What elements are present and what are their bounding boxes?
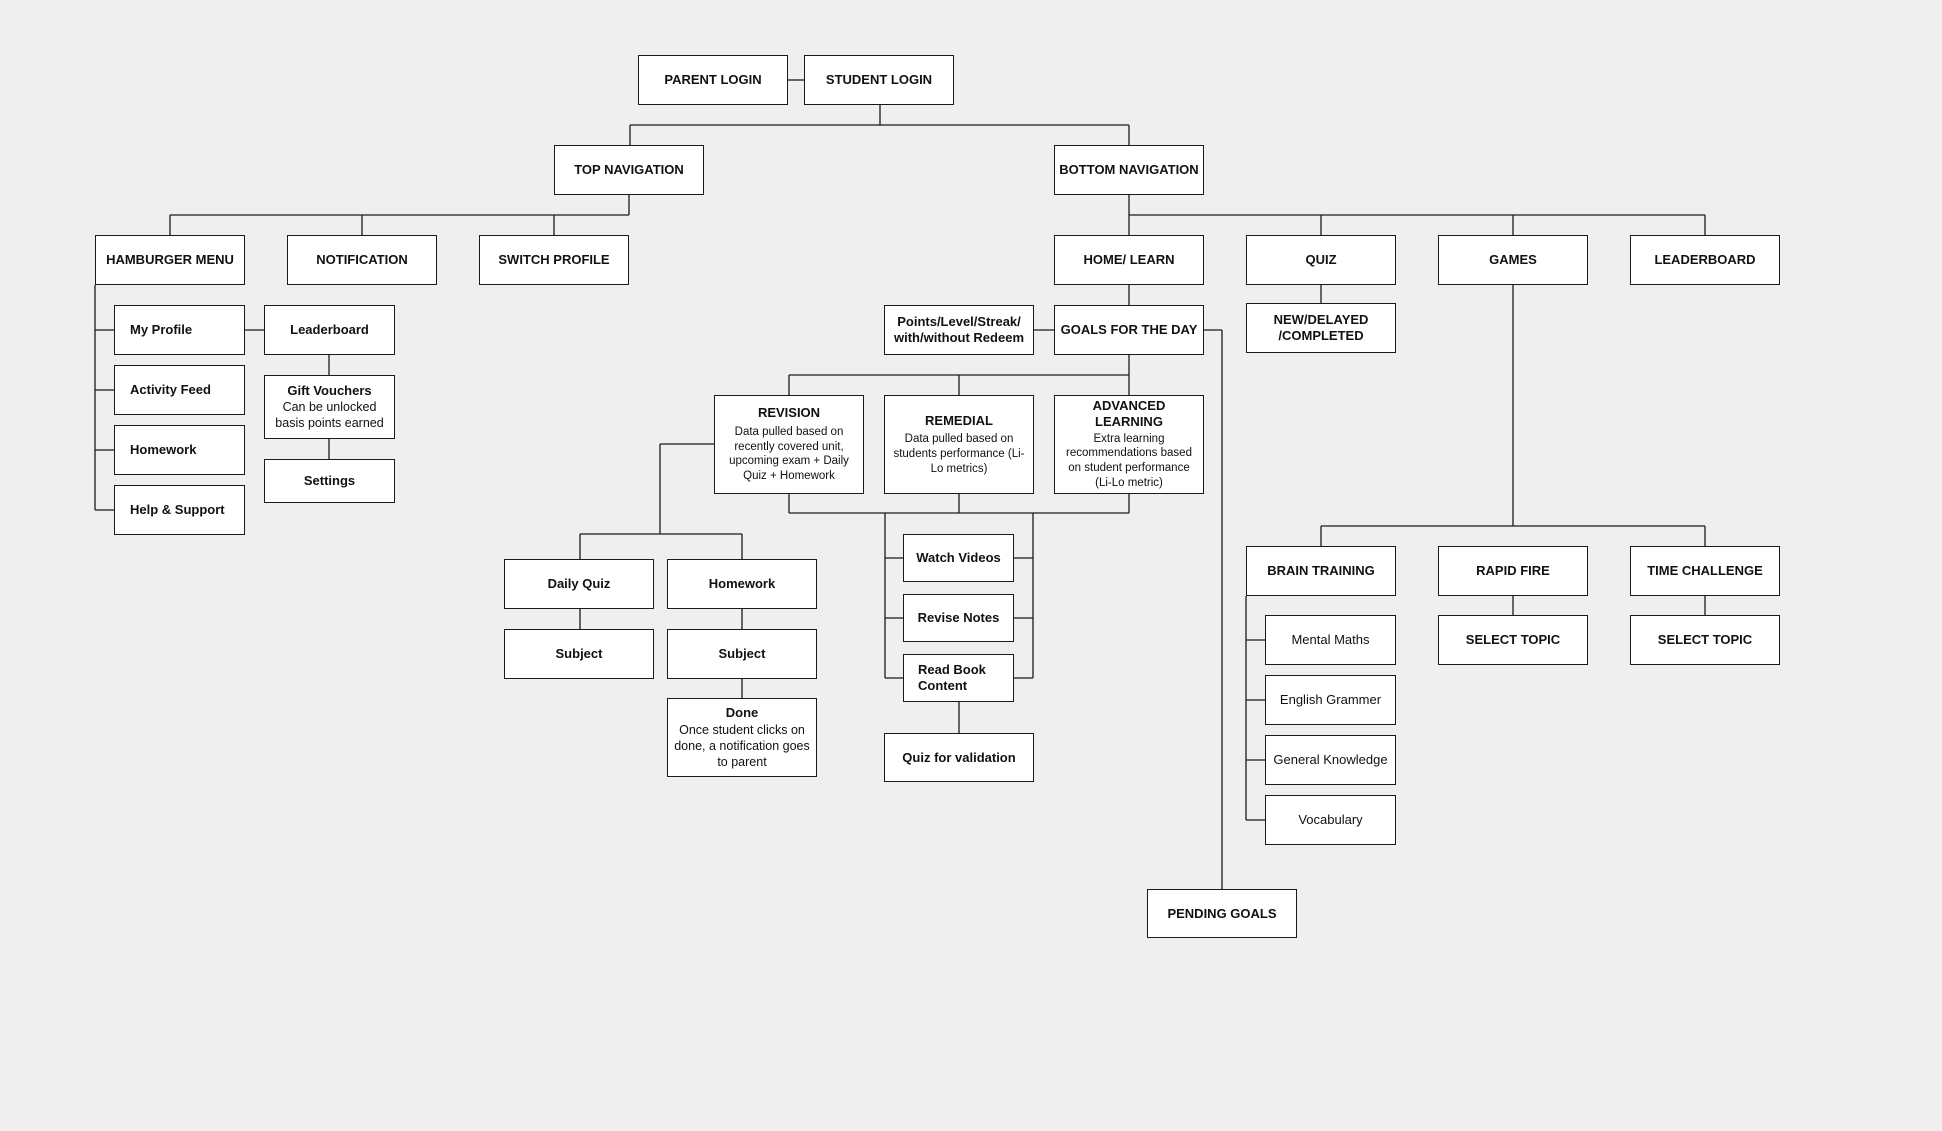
quiz-node: QUIZ: [1246, 235, 1396, 285]
help-support-node: Help & Support: [114, 485, 245, 535]
mental-maths-node: Mental Maths: [1265, 615, 1396, 665]
revise-notes-node: Revise Notes: [903, 594, 1014, 642]
goals-for-day-node: GOALS FOR THE DAY: [1054, 305, 1204, 355]
parent-login-node: PARENT LOGIN: [638, 55, 788, 105]
select-topic-time-node: SELECT TOPIC: [1630, 615, 1780, 665]
read-book-content-node: Read Book Content: [903, 654, 1014, 702]
select-topic-rapid-node: SELECT TOPIC: [1438, 615, 1588, 665]
games-node: GAMES: [1438, 235, 1588, 285]
notification-node: NOTIFICATION: [287, 235, 437, 285]
homework-menu-node: Homework: [114, 425, 245, 475]
activity-feed-node: Activity Feed: [114, 365, 245, 415]
time-challenge-node: TIME CHALLENGE: [1630, 546, 1780, 596]
english-grammer-node: English Grammer: [1265, 675, 1396, 725]
settings-node: Settings: [264, 459, 395, 503]
my-profile-node: My Profile: [114, 305, 245, 355]
hamburger-menu-node: HAMBURGER MENU: [95, 235, 245, 285]
leaderboard-node: LEADERBOARD: [1630, 235, 1780, 285]
done-node: Done Once student clicks on done, a noti…: [667, 698, 817, 777]
general-knowledge-node: General Knowledge: [1265, 735, 1396, 785]
subject-homework-node: Subject: [667, 629, 817, 679]
brain-training-node: BRAIN TRAINING: [1246, 546, 1396, 596]
remedial-node: REMEDIAL Data pulled based on students p…: [884, 395, 1034, 494]
student-login-node: STUDENT LOGIN: [804, 55, 954, 105]
watch-videos-node: Watch Videos: [903, 534, 1014, 582]
new-delayed-completed-node: NEW/DELAYED /COMPLETED: [1246, 303, 1396, 353]
subject-quiz-node: Subject: [504, 629, 654, 679]
pending-goals-node: PENDING GOALS: [1147, 889, 1297, 938]
points-level-node: Points/Level/Streak/ with/without Redeem: [884, 305, 1034, 355]
rapid-fire-node: RAPID FIRE: [1438, 546, 1588, 596]
advanced-learning-node: ADVANCED LEARNING Extra learning recomme…: [1054, 395, 1204, 494]
bottom-navigation-node: BOTTOM NAVIGATION: [1054, 145, 1204, 195]
top-navigation-node: TOP NAVIGATION: [554, 145, 704, 195]
homework-node: Homework: [667, 559, 817, 609]
home-learn-node: HOME/ LEARN: [1054, 235, 1204, 285]
revision-node: REVISION Data pulled based on recently c…: [714, 395, 864, 494]
gift-vouchers-node: Gift Vouchers Can be unlocked basis poin…: [264, 375, 395, 439]
leaderboard-sub-node: Leaderboard: [264, 305, 395, 355]
vocabulary-node: Vocabulary: [1265, 795, 1396, 845]
quiz-validation-node: Quiz for validation: [884, 733, 1034, 782]
switch-profile-node: SWITCH PROFILE: [479, 235, 629, 285]
daily-quiz-node: Daily Quiz: [504, 559, 654, 609]
